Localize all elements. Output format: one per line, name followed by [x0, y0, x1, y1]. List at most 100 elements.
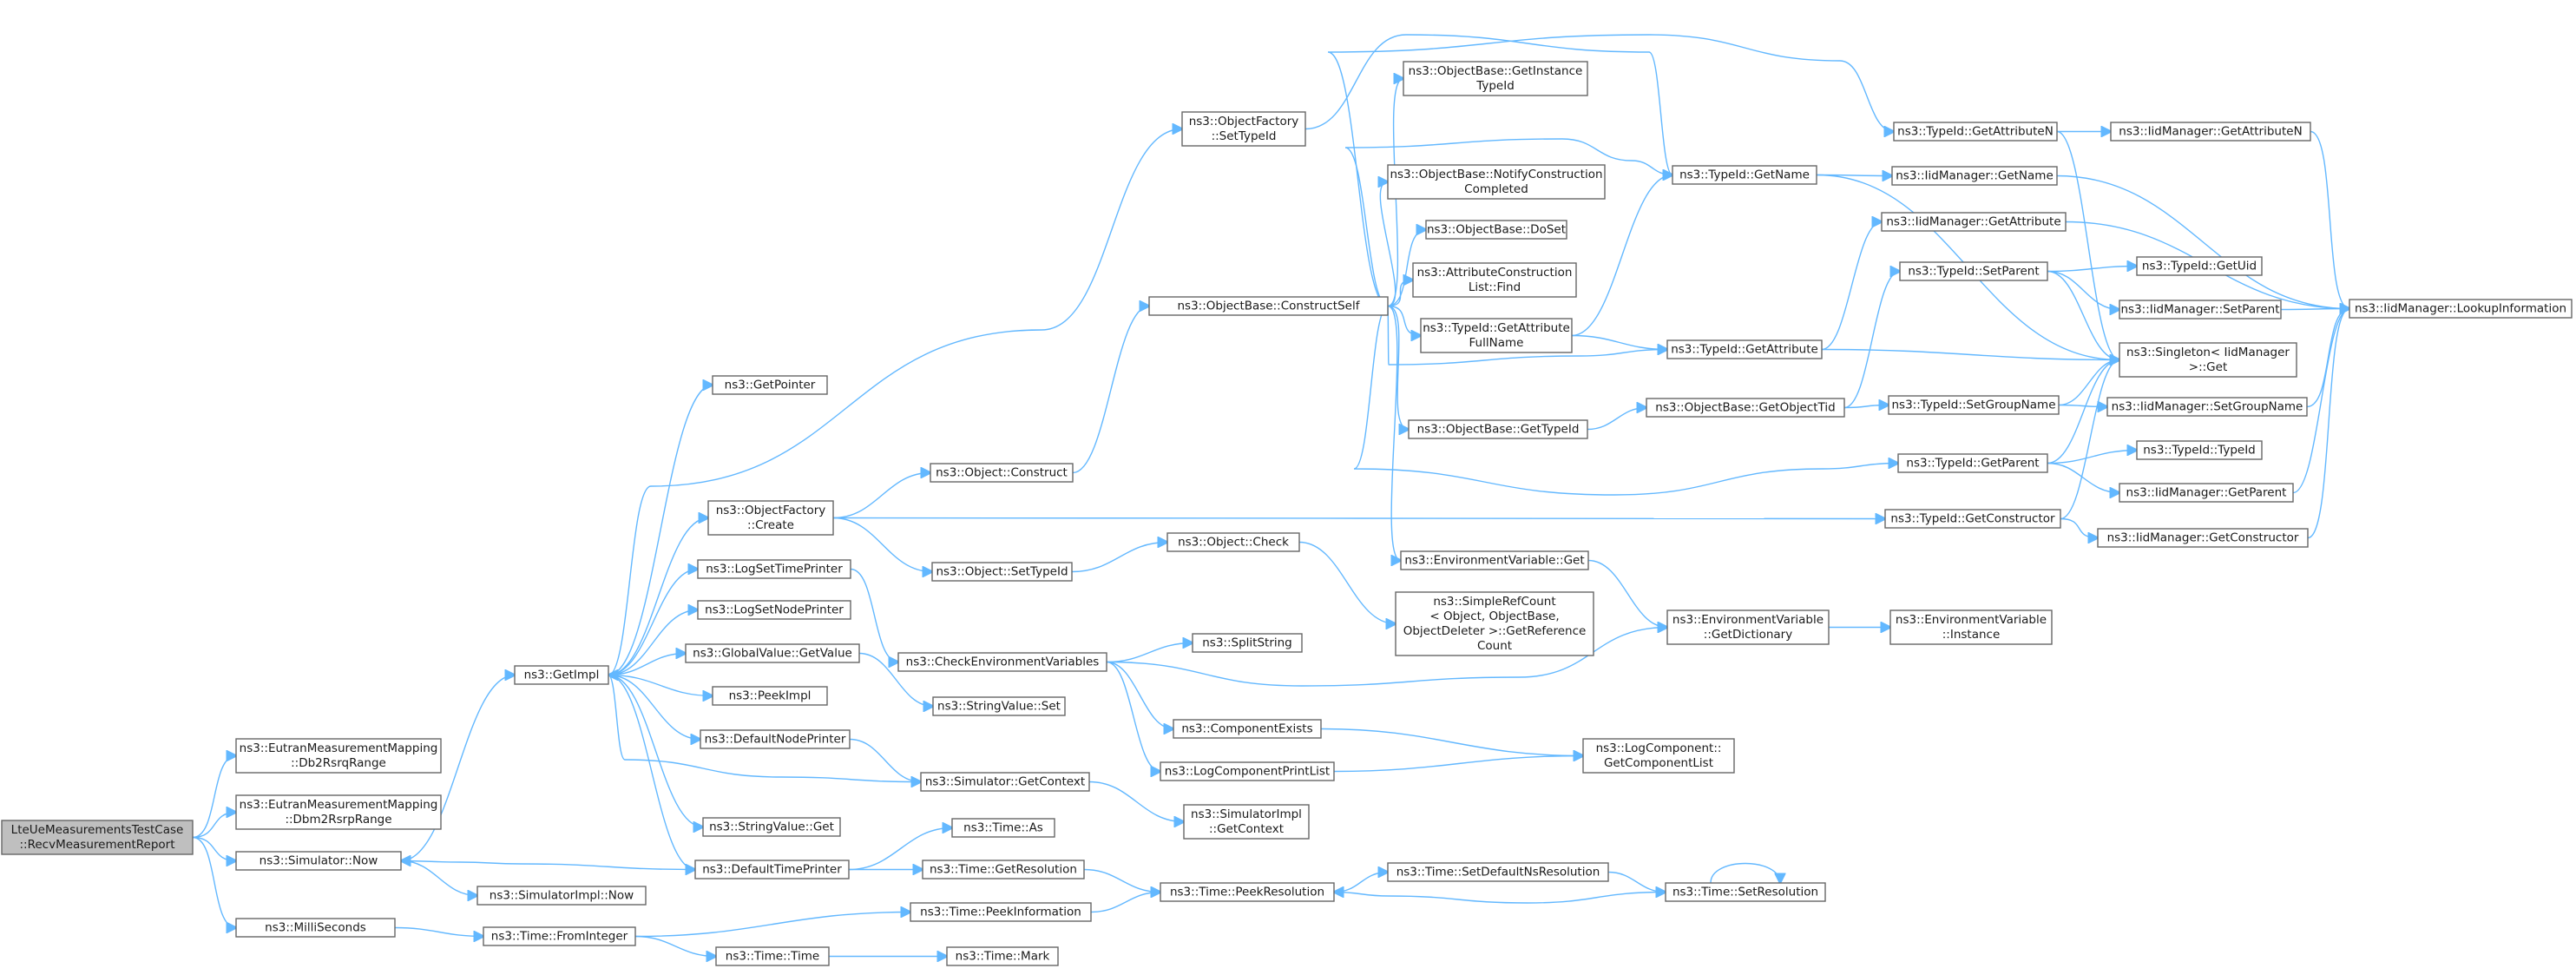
edge-constructself-to-tidgetname — [1344, 138, 1672, 307]
node-obnotify[interactable]: ns3::ObjectBase::NotifyConstructionCompl… — [1387, 164, 1606, 200]
node-ofcreate[interactable]: ns3::ObjectFactory::Create — [707, 500, 834, 536]
edge-simgetctx-to-getimpl — [608, 675, 922, 783]
node-label: ns3::Time::PeekResolution — [1170, 886, 1324, 899]
node-label: ns3::TypeId::TypeId — [2143, 444, 2256, 458]
node-simimplgetctx[interactable]: ns3::SimulatorImpl::GetContext — [1183, 804, 1310, 840]
edge-root-to-db2rsrq — [192, 756, 236, 839]
node-db2rsrq[interactable]: ns3::EutranMeasurementMapping::Db2RsrqRa… — [235, 738, 442, 774]
node-iidgetparent[interactable]: ns3::IidManager::GetParent — [2119, 483, 2294, 503]
node-ofsettypeid[interactable]: ns3::ObjectFactory::SetTypeId — [1181, 111, 1306, 147]
node-peekres[interactable]: ns3::Time::PeekResolution — [1160, 882, 1335, 902]
node-obgettypeid[interactable]: ns3::ObjectBase::GetTypeId — [1408, 419, 1588, 439]
node-timegetres[interactable]: ns3::Time::GetResolution — [922, 860, 1085, 879]
node-label: ns3::EutranMeasurementMapping — [240, 798, 438, 812]
node-envgetdict[interactable]: ns3::EnvironmentVariable::GetDictionary — [1666, 609, 1830, 645]
node-logsettime[interactable]: ns3::LogSetTimePrinter — [697, 559, 851, 579]
node-label: List::Find — [1469, 280, 1521, 294]
node-tidgetname[interactable]: ns3::TypeId::GetName — [1672, 165, 1817, 185]
edge-getimpl-to-ofsettypeid — [608, 129, 1182, 676]
node-iidgetattr[interactable]: ns3::IidManager::GetAttribute — [1881, 212, 2067, 232]
node-setres[interactable]: ns3::Time::SetResolution — [1665, 882, 1826, 902]
node-simimplnow[interactable]: ns3::SimulatorImpl::Now — [476, 886, 647, 906]
edge-simgetctx-to-simimplgetctx — [1088, 781, 1184, 822]
node-tidgetuid[interactable]: ns3::TypeId::GetUid — [2136, 256, 2263, 276]
node-iidgetctor[interactable]: ns3::IidManager::GetConstructor — [2097, 528, 2309, 548]
node-tidsetgroup[interactable]: ns3::TypeId::SetGroupName — [1888, 395, 2060, 415]
node-simnow[interactable]: ns3::Simulator::Now — [235, 851, 402, 871]
node-box — [1387, 164, 1606, 200]
node-objconstruct[interactable]: ns3::Object::Construct — [930, 463, 1074, 483]
edge-objconstruct-to-constructself — [1072, 306, 1149, 474]
node-iidgetattrn[interactable]: ns3::IidManager::GetAttributeN — [2110, 122, 2311, 142]
node-svset[interactable]: ns3::StringValue::Set — [932, 696, 1066, 716]
edge-logsettime-to-checkenv — [850, 568, 898, 662]
node-label: ns3::Object::Check — [1178, 536, 1289, 550]
node-tidgetattr[interactable]: ns3::TypeId::GetAttribute — [1666, 339, 1823, 359]
node-label: ns3::ObjectBase::ConstructSelf — [1178, 300, 1361, 313]
node-root[interactable]: LteUeMeasurementsTestCase::RecvMeasureme… — [1, 820, 194, 855]
node-logsetnode[interactable]: ns3::LogSetNodePrinter — [697, 600, 851, 620]
node-peekinfo[interactable]: ns3::Time::PeekInformation — [910, 902, 1092, 922]
node-millisec[interactable]: ns3::MilliSeconds — [235, 918, 396, 938]
node-getimpl[interactable]: ns3::GetImpl — [514, 665, 609, 685]
node-box — [1181, 111, 1306, 147]
node-label: ns3::ObjectBase::GetObjectTid — [1655, 401, 1835, 415]
node-obdoset[interactable]: ns3::ObjectBase::DoSet — [1425, 220, 1567, 240]
node-checkenv[interactable]: ns3::CheckEnvironmentVariables — [897, 652, 1107, 672]
node-svget[interactable]: ns3::StringValue::Get — [702, 817, 841, 837]
node-label: ns3::ObjectBase::GetTypeId — [1417, 423, 1580, 437]
node-box — [1646, 398, 1845, 418]
node-iidlookup[interactable]: ns3::IidManager::LookupInformation — [2349, 299, 2573, 319]
edge-checkenv-to-logcompprint — [1106, 661, 1160, 772]
node-deftimeprinter[interactable]: ns3::DefaultTimePrinter — [694, 860, 850, 879]
node-envget[interactable]: ns3::EnvironmentVariable::Get — [1400, 550, 1589, 570]
node-label: ns3::AttributeConstruction — [1417, 266, 1573, 280]
node-timetime[interactable]: ns3::Time::Time — [715, 946, 830, 966]
node-tidgetattrn[interactable]: ns3::TypeId::GetAttributeN — [1893, 122, 2058, 142]
node-dbm2rsrp[interactable]: ns3::EutranMeasurementMapping::Dbm2RsrpR… — [235, 794, 442, 830]
edge-getimpl-to-peekimpl — [608, 674, 713, 696]
node-objcheck[interactable]: ns3::Object::Check — [1166, 532, 1300, 552]
node-logcompgetlist[interactable]: ns3::LogComponent::GetComponentList — [1582, 738, 1735, 774]
node-box — [910, 902, 1092, 922]
node-label: ObjectDeleter >::GetReference — [1403, 624, 1587, 638]
node-objsettypeid[interactable]: ns3::Object::SetTypeId — [931, 562, 1073, 582]
edge-iidsetgroup-to-iidlookup — [2306, 309, 2349, 408]
node-iidsetparent[interactable]: ns3::IidManager::SetParent — [2119, 300, 2282, 320]
node-setdefres[interactable]: ns3::Time::SetDefaultNsResolution — [1387, 862, 1609, 882]
node-gvgetvalue[interactable]: ns3::GlobalValue::GetValue — [685, 643, 860, 663]
node-logcompprint[interactable]: ns3::LogComponentPrintList — [1160, 761, 1335, 781]
node-simgetctx[interactable]: ns3::Simulator::GetContext — [920, 772, 1090, 792]
node-tidtypeid[interactable]: ns3::TypeId::TypeId — [2136, 440, 2263, 460]
node-box — [2106, 397, 2308, 417]
node-tidgetparent[interactable]: ns3::TypeId::GetParent — [1897, 453, 2048, 473]
node-timemark[interactable]: ns3::Time::Mark — [946, 946, 1059, 966]
node-obgetobjtid[interactable]: ns3::ObjectBase::GetObjectTid — [1646, 398, 1845, 418]
node-box — [1888, 395, 2060, 415]
node-simplerefcount[interactable]: ns3::SimpleRefCount< Object, ObjectBase,… — [1395, 591, 1594, 656]
edge-tidgetattrfull-to-tidgetattr — [1571, 334, 1667, 350]
node-box — [1666, 609, 1830, 645]
node-envinst[interactable]: ns3::EnvironmentVariable::Instance — [1889, 609, 2053, 645]
node-box — [2097, 528, 2309, 548]
node-splitstring[interactable]: ns3::SplitString — [1192, 633, 1303, 653]
node-iidgetname[interactable]: ns3::IidManager::GetName — [1891, 166, 2058, 186]
node-compexists[interactable]: ns3::ComponentExists — [1173, 719, 1322, 739]
node-constructself[interactable]: ns3::ObjectBase::ConstructSelf — [1148, 296, 1389, 316]
node-defnodeprinter[interactable]: ns3::DefaultNodePrinter — [700, 729, 851, 749]
node-singleton[interactable]: ns3::Singleton< IidManager>::Get — [2119, 342, 2297, 378]
node-peekimpl[interactable]: ns3::PeekImpl — [712, 686, 828, 706]
node-fromint[interactable]: ns3::Time::FromInteger — [483, 926, 636, 946]
node-tidgetctor[interactable]: ns3::TypeId::GetConstructor — [1884, 509, 2061, 529]
edge-root-to-simnow — [192, 836, 236, 861]
node-label: ns3::SimulatorImpl::Now — [490, 889, 634, 903]
node-getpointer[interactable]: ns3::GetPointer — [712, 375, 828, 395]
node-box — [1148, 296, 1389, 316]
node-iidsetgroup[interactable]: ns3::IidManager::SetGroupName — [2106, 397, 2308, 417]
node-tidsetparent[interactable]: ns3::TypeId::SetParent — [1899, 261, 2048, 281]
node-timeas[interactable]: ns3::Time::As — [951, 818, 1055, 838]
